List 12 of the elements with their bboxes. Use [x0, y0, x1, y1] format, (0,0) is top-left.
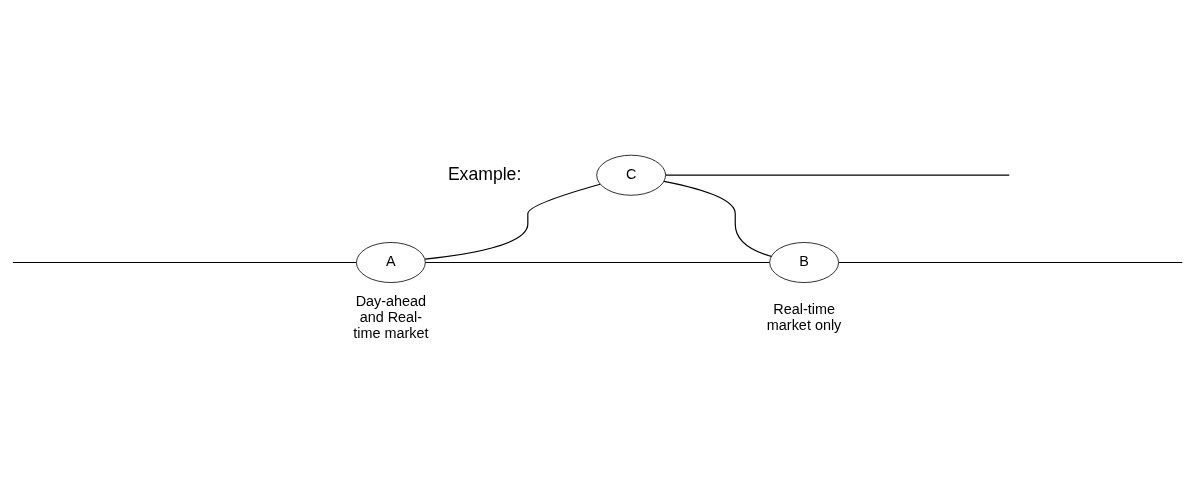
connector — [424, 261, 770, 263]
node-ellipse: B — [769, 241, 839, 283]
connector — [424, 183, 601, 260]
node-label: Day-ahead and Real-time market — [353, 292, 429, 341]
connector — [12, 261, 357, 263]
connector — [665, 174, 1010, 176]
node-ellipse: C — [596, 154, 666, 196]
connector — [838, 261, 1183, 263]
node-label: Real-time market only — [766, 300, 842, 333]
connector — [663, 180, 772, 257]
node-ellipse: A — [356, 241, 426, 283]
label: Example: — [447, 163, 522, 184]
